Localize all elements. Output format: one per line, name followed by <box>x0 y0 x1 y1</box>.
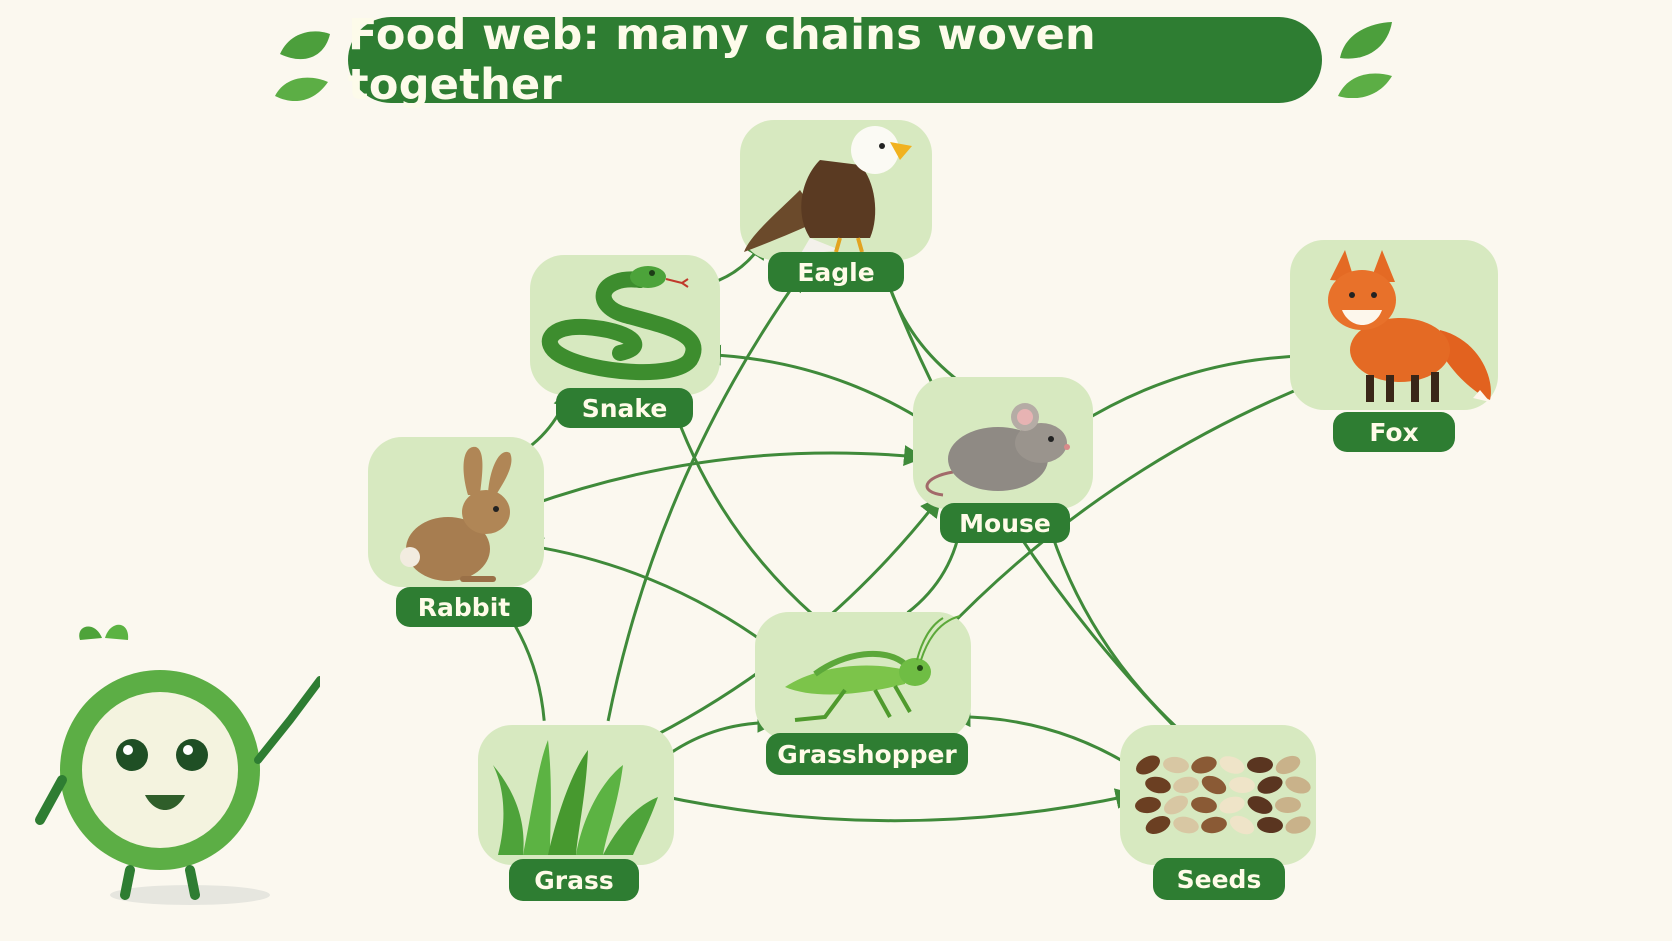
mascot-icon <box>35 624 320 905</box>
arrow-grass-to-eagle <box>606 270 805 722</box>
arrow-grasshopper-to-fox <box>935 376 1324 641</box>
title-text: Food web: many chains woven together <box>348 10 1096 110</box>
eagle-icon <box>744 126 912 255</box>
rabbit-icon <box>400 446 512 582</box>
leaf-right-icon <box>1338 22 1392 98</box>
fox-icon <box>1328 250 1491 402</box>
mouse-icon <box>925 403 1070 497</box>
leaf-left-icon <box>275 31 330 102</box>
page-title: Food web: many chains woven together <box>348 10 1322 110</box>
rabbit-label: Rabbit <box>396 587 532 627</box>
mouse-node <box>913 377 1093 509</box>
arrow-mouse-to-snake <box>699 344 930 426</box>
arrow-seeds-to-mouse <box>1041 513 1177 728</box>
seeds-node <box>1120 725 1316 865</box>
snake-label: Snake <box>556 388 693 428</box>
fox-node <box>1290 240 1498 410</box>
arrow-rabbit-to-mouse <box>527 445 925 508</box>
grass-label: Grass <box>509 859 639 901</box>
fox-label: Fox <box>1333 412 1455 452</box>
eagle-node <box>740 120 932 260</box>
grass-node <box>478 725 674 865</box>
grasshopper-node <box>755 612 971 740</box>
grasshopper-icon <box>785 615 961 722</box>
arrow-grasshopper-to-rabbit <box>522 537 782 656</box>
snake-node <box>530 255 720 395</box>
mouse-label: Mouse <box>940 503 1070 543</box>
arrow-grass-to-seeds <box>656 788 1137 823</box>
arrow-mouse-to-fox <box>1077 345 1312 426</box>
grass-icon <box>493 740 658 855</box>
grasshopper-label: Grasshopper <box>766 733 968 775</box>
snake-icon <box>541 266 702 381</box>
seeds-label: Seeds <box>1153 858 1285 900</box>
seeds-icon <box>1135 755 1311 835</box>
arrow-grasshopper-to-snake <box>666 395 815 617</box>
eagle-label: Eagle <box>768 252 904 292</box>
rabbit-node <box>368 437 544 587</box>
arrow-seeds-to-grasshopper <box>949 706 1142 774</box>
